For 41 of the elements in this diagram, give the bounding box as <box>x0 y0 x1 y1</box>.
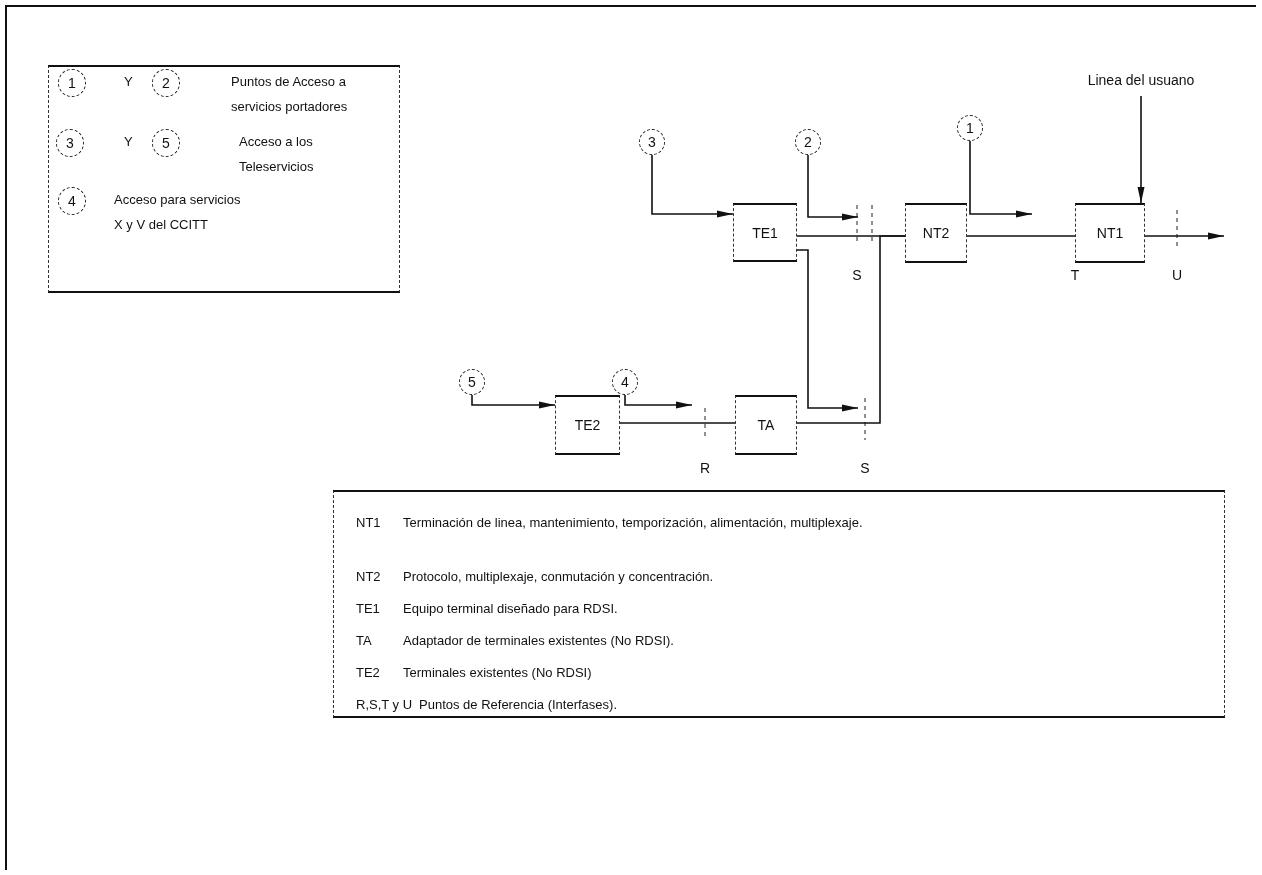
definition-text: Puntos de Referencia (Interfases). <box>419 696 617 714</box>
reference-point-label: R <box>699 460 711 476</box>
arrow <box>969 140 1033 218</box>
process-box: NT2 <box>905 203 967 263</box>
connector-line <box>796 235 906 424</box>
definition-text: Terminales existentes (No RDSI) <box>403 664 592 682</box>
reference-point-label: T <box>1070 267 1080 283</box>
arrow <box>651 154 734 218</box>
callout-text: Linea del usuano <box>1076 72 1206 96</box>
reference-point-label: S <box>852 267 862 283</box>
key-panel <box>48 65 400 293</box>
process-box: NT1 <box>1075 203 1145 263</box>
arrow <box>1137 95 1145 204</box>
term-text: NT2 <box>356 568 381 586</box>
definition-text: Equipo terminal diseñado para RDSI. <box>403 600 618 618</box>
reference-point-label: S <box>860 460 870 476</box>
connector-line <box>966 235 1076 237</box>
description-text: Acceso para servicios X y V del CCITT <box>114 191 242 234</box>
process-box: TE1 <box>733 203 797 262</box>
definition-text: Adaptador de terminales existentes (No RDSI). <box>403 632 674 650</box>
definition-text: Terminación de linea, mantenimiento, temporización, alimentación, multiplexaje. <box>403 514 864 532</box>
connector-line <box>619 422 736 424</box>
conjunction-text: Y <box>124 73 133 91</box>
arrow <box>471 394 556 409</box>
term-text: NT1 <box>356 514 381 532</box>
definitions-panel <box>333 490 1225 718</box>
process-box: TA <box>735 395 797 455</box>
term-text: R,S,T y U <box>356 696 413 714</box>
arrow <box>796 249 859 412</box>
definition-text: Protocolo, multiplexaje, conmutación y concentración. <box>403 568 713 586</box>
process-box: TE2 <box>555 395 620 455</box>
conjunction-text: Y <box>124 133 133 151</box>
reference-point-label: U <box>1171 267 1183 283</box>
term-text: TE2 <box>356 664 380 682</box>
description-text: Puntos de Acceso a servicios portadores <box>231 73 349 116</box>
term-text: TA <box>356 632 372 650</box>
arrow <box>624 394 693 409</box>
term-text: TE1 <box>356 600 380 618</box>
arrow <box>1144 232 1225 240</box>
description-text: Acceso a los Teleservicios <box>239 133 315 176</box>
arrow <box>807 154 859 221</box>
